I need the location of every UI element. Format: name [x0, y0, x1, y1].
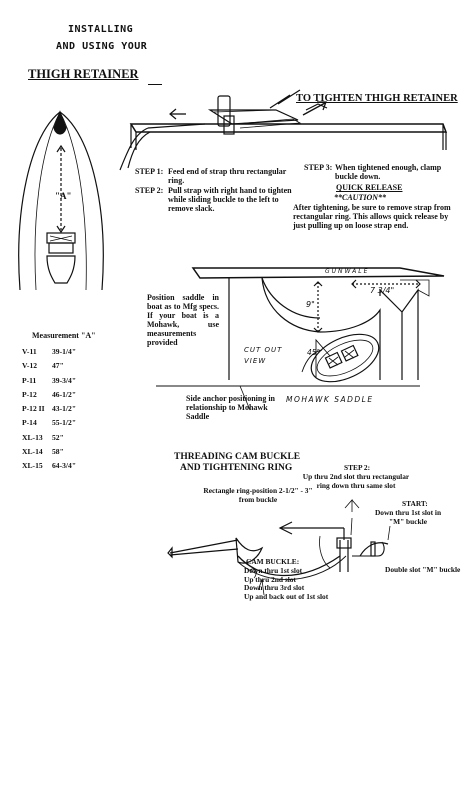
gunwale-label: GUNWALE: [325, 268, 370, 275]
measurement-row: V-11 39-1/4": [22, 347, 76, 361]
measurement-model: V-11: [22, 347, 37, 356]
step3-text: When tightened enough, clamp buckle down…: [335, 163, 442, 181]
caution-label: **CAUTION**: [334, 193, 387, 202]
measurement-row: P-12 II 43-1/2": [22, 404, 76, 418]
cam-step: Up and back out of 1st slot: [244, 591, 329, 601]
measurement-table: V-11 39-1/4" V-12 47" P-11 39-3/4" P-12 46-1/2"…: [22, 347, 76, 476]
title-underline-ext: [148, 84, 162, 85]
anchor-note: Side anchor positioning in relationship …: [186, 394, 275, 421]
cutout-label: CUT OUT VIEW: [244, 346, 283, 365]
start-text: Down thru 1st slot in "M" buckle: [374, 508, 442, 526]
angle-label: 45°: [307, 348, 321, 357]
step2-text: Pull strap with right hand to tighten wh…: [168, 186, 292, 213]
measurement-value: 55-1/2": [52, 418, 77, 428]
cam-buckle-drawing: [167, 498, 391, 596]
measurement-value: 46-1/2": [52, 389, 77, 399]
header-line-1: INSTALLING: [68, 24, 134, 35]
measurement-model: P-11: [22, 375, 37, 385]
measurement-value: 39-1/4": [52, 347, 77, 356]
saddle-drawing: [156, 267, 445, 411]
measurement-model: XL-14: [22, 447, 43, 457]
step1-label: STEP 1:: [135, 167, 164, 176]
threading-heading-2: AND TIGHTENING RING: [180, 463, 293, 473]
threading-step2-label: STEP 2:: [344, 463, 371, 472]
measurement-model: XL-15: [22, 461, 43, 471]
measurement-row: P-12 46-1/2": [22, 390, 76, 404]
tighten-heading: TO TIGHTEN THIGH RETAINER: [296, 93, 458, 104]
step1-text: Feed end of strap thru rectangular ring.: [168, 167, 287, 185]
measurement-value: 43-1/2": [52, 404, 77, 414]
header-line-2: AND USING YOUR: [56, 41, 148, 52]
measurement-value: 52": [52, 432, 64, 442]
step2-label: STEP 2:: [135, 186, 164, 195]
dimension-top: 7 3/4": [370, 286, 395, 295]
cam-step: Down thru 1st slot: [244, 566, 303, 575]
buckle-rail-drawing: [119, 89, 448, 171]
double-slot-label: Double slot "M" buckle: [385, 565, 461, 574]
measurement-row: P-11 39-3/4": [22, 376, 76, 390]
measurement-value: 39-3/4": [52, 375, 77, 385]
cam-step: Up thru 2nd slot: [244, 574, 296, 584]
measurement-row: XL-14 58": [22, 447, 76, 461]
ring-note: Rectangle ring-position 2-1/2" - 3" from…: [203, 486, 313, 504]
caution-text: After tightening, be sure to remove stra…: [293, 203, 451, 230]
threading-step2-text: Up thru 2nd slot thru rectangular ring d…: [302, 472, 410, 490]
position-note: Position saddle in boat as to Mfg specs.…: [147, 293, 219, 347]
measurement-model: P-12 II: [22, 404, 45, 414]
measurement-row: XL-13 52": [22, 433, 76, 447]
measurement-row: P-14 55-1/2": [22, 418, 76, 432]
measurement-value: 58": [52, 447, 64, 457]
cam-buckle-label: CAM BUCKLE:: [246, 557, 300, 566]
measurement-value: 47": [52, 361, 64, 371]
measurement-model: P-12: [22, 389, 37, 399]
cam-steps: Down thru 1st slot Up thru 2nd slot Down…: [244, 566, 354, 601]
mohawk-saddle-label: MOHAWK SADDLE: [286, 395, 374, 404]
cam-step: Down thru 3rd slot: [244, 583, 305, 593]
threading-heading-1: THREADING CAM BUCKLE: [174, 452, 301, 462]
quick-release-heading: QUICK RELEASE: [336, 183, 403, 192]
start-label: START:: [402, 499, 428, 508]
measurement-row: XL-15 64-3/4": [22, 461, 76, 475]
step3-label: STEP 3:: [304, 163, 333, 172]
dimension-side: 9": [306, 300, 315, 309]
measurement-heading: Measurement "A": [32, 331, 96, 340]
page-title: THIGH RETAINER: [28, 67, 139, 81]
boat-top-view: [18, 110, 104, 291]
measurement-row: V-12 47": [22, 361, 76, 375]
measurement-model: V-12: [22, 361, 38, 371]
measurement-model: P-14: [22, 418, 37, 428]
boat-label-a: "A": [55, 191, 72, 201]
measurement-model: XL-13: [22, 432, 43, 442]
measurement-value: 64-3/4": [52, 461, 77, 471]
